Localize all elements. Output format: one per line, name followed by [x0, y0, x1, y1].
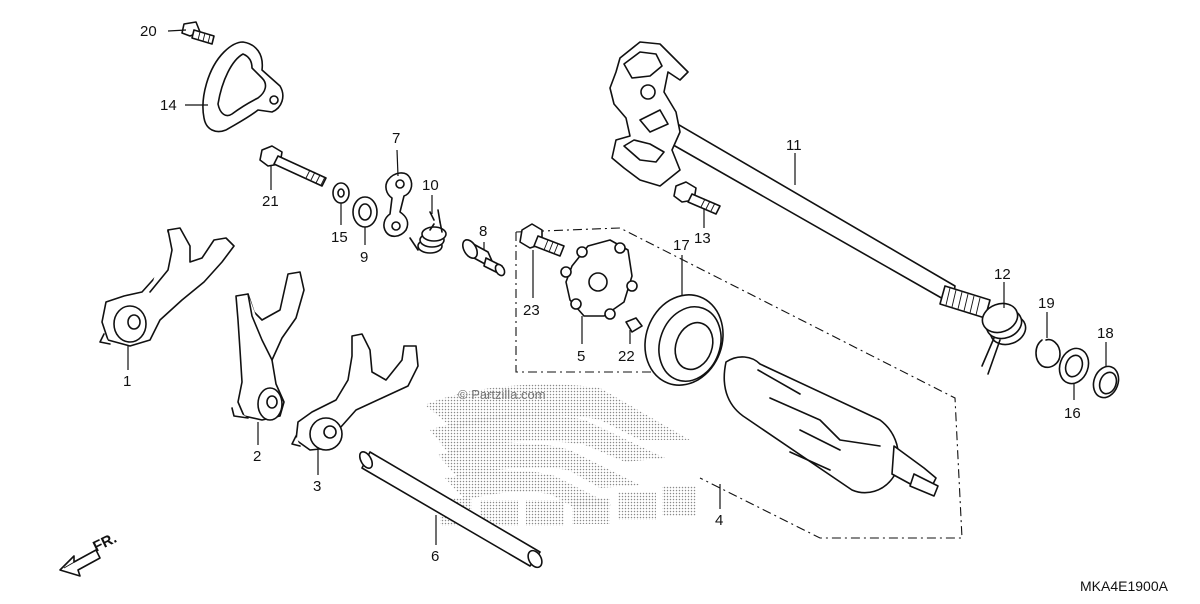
part-19-circlip[interactable] [1035, 338, 1061, 369]
callout-6: 6 [431, 548, 439, 565]
callout-12: 12 [994, 266, 1011, 283]
callout-4: 4 [715, 512, 723, 529]
part-12-spring[interactable] [978, 299, 1029, 375]
part-18-seal[interactable] [1089, 363, 1122, 401]
front-indicator: FR. [59, 530, 119, 577]
assembly-box-left [515, 232, 700, 373]
callout-5: 5 [577, 348, 585, 365]
callout-21: 21 [262, 193, 279, 210]
callout-10: 10 [422, 177, 439, 194]
callout-11: 11 [786, 137, 802, 154]
callout-22: 22 [618, 348, 635, 365]
diagram-code: MKA4E1900A [1080, 578, 1169, 594]
part-6-fork-shaft[interactable] [357, 450, 545, 570]
part-22-pin[interactable] [625, 317, 643, 333]
callout-20: 20 [140, 23, 157, 40]
part-4-shift-drum[interactable] [723, 356, 939, 497]
part-21-bolt[interactable] [259, 145, 327, 187]
callout-19: 19 [1038, 295, 1055, 312]
leader-lines [127, 29, 1107, 545]
callout-1: 1 [123, 373, 131, 390]
watermark-text: © Partzilla.com [458, 387, 546, 402]
callout-14: 14 [160, 97, 177, 114]
part-5-drum-center[interactable] [560, 239, 638, 320]
callout-3: 3 [313, 478, 321, 495]
part-13-bolt[interactable] [673, 181, 721, 215]
callout-8: 8 [479, 223, 487, 240]
callout-16: 16 [1064, 405, 1081, 422]
assembly-box-right [515, 227, 963, 539]
callout-13: 13 [694, 230, 711, 247]
honda-watermark [425, 384, 696, 526]
part-14-plate[interactable] [202, 41, 284, 133]
part-7-stopper-arm[interactable] [383, 172, 413, 238]
part-15-washer[interactable] [332, 182, 350, 204]
part-2-shift-fork[interactable] [231, 271, 305, 421]
part-3-shift-fork[interactable] [291, 333, 419, 451]
part-20-bolt[interactable] [181, 21, 215, 45]
part-11-shift-spindle[interactable] [609, 41, 991, 319]
front-arrow-icon [59, 549, 101, 577]
part-9-washer[interactable] [352, 196, 378, 228]
callout-2: 2 [253, 448, 261, 465]
part-16-washer[interactable] [1055, 344, 1094, 387]
callout-17: 17 [673, 237, 690, 254]
callout-9: 9 [360, 249, 368, 266]
part-23-bolt[interactable] [519, 223, 565, 257]
callout-labels: 20 14 21 15 9 7 10 8 11 13 1 2 3 6 23 5 … [123, 23, 1114, 565]
part-10-spring[interactable] [409, 209, 447, 254]
part-8-pin[interactable] [460, 237, 507, 277]
callout-18: 18 [1097, 325, 1114, 342]
part-17-bearing[interactable] [633, 284, 736, 396]
callout-7: 7 [392, 130, 400, 147]
part-1-shift-fork[interactable] [99, 227, 235, 347]
callout-23: 23 [523, 302, 540, 319]
callout-15: 15 [331, 229, 348, 246]
